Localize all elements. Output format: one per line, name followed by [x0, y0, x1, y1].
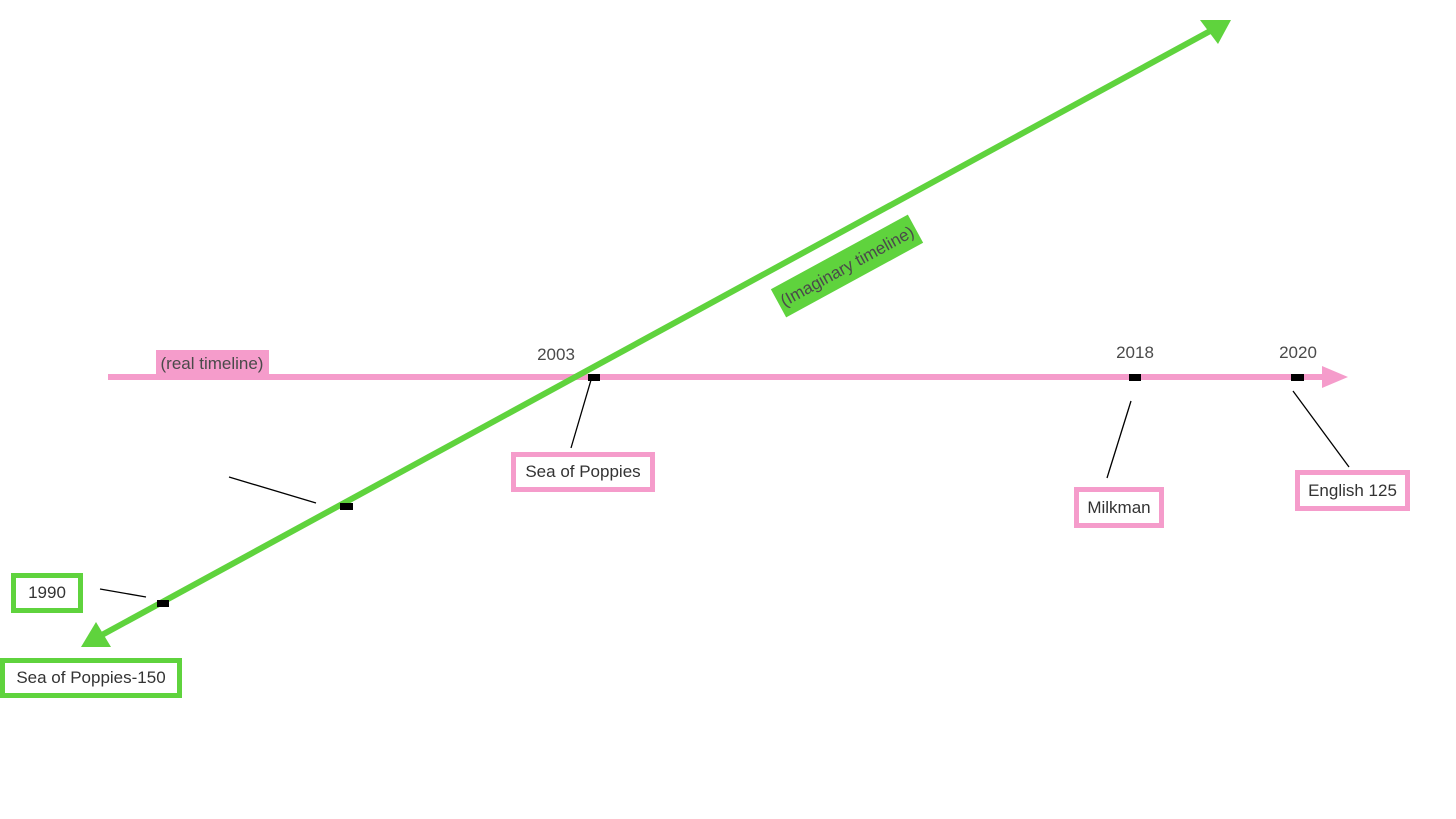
book-label-sea-of-poppies: Sea of Poppies: [525, 462, 641, 481]
connector-sea-of-poppies: [570, 379, 592, 449]
book-box-sea-of-poppies-150: Sea of Poppies-150: [0, 658, 182, 698]
connector-milkman: [1106, 400, 1132, 479]
tick-2003: [588, 374, 600, 381]
tick-2020: [1291, 374, 1304, 381]
connector-imaginary-mid: [228, 476, 317, 504]
real-timeline-arrowhead: [1322, 366, 1348, 388]
real-timeline-label-bg: [156, 350, 269, 377]
book-box-milkman: Milkman: [1074, 487, 1164, 528]
connector-english-125: [1292, 390, 1350, 468]
year-label-2003: 2003: [537, 345, 575, 364]
connector-1990: [99, 588, 147, 598]
year-box-1990: 1990: [11, 573, 83, 613]
book-label-sea-of-poppies-150: Sea of Poppies-150: [16, 668, 166, 687]
book-box-sea-of-poppies: Sea of Poppies: [511, 452, 655, 492]
book-label-english-125: English 125: [1308, 480, 1397, 500]
imaginary-timeline-arrowhead-start: [81, 622, 111, 647]
year-label-1990: 1990: [28, 583, 66, 602]
year-label-2018: 2018: [1116, 343, 1154, 362]
book-label-milkman: Milkman: [1087, 497, 1151, 517]
real-timeline-label: (real timeline): [161, 354, 264, 373]
imaginary-timeline-label: (Imaginary timeline): [777, 222, 917, 310]
tick-imaginary-mid: [340, 503, 353, 510]
imaginary-timeline-line: [98, 27, 1214, 639]
tick-2018: [1129, 374, 1141, 381]
imaginary-timeline-label-bg: [770, 214, 924, 318]
book-box-english-125: English 125: [1295, 470, 1410, 511]
year-label-2020: 2020: [1279, 343, 1317, 362]
tick-imaginary-1990: [157, 600, 169, 607]
imaginary-timeline-arrowhead-end: [1200, 20, 1231, 44]
